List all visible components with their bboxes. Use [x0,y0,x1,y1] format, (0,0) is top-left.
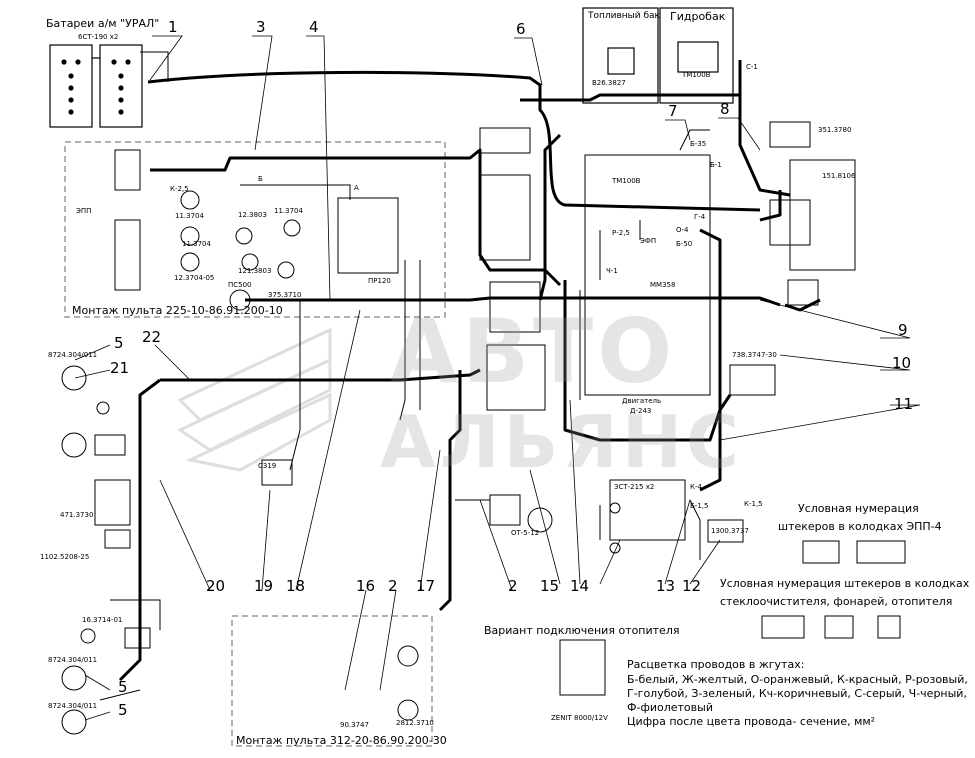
callout-19: 19 [254,577,274,595]
panel-2-label: Монтаж пульта 312-20-86.90.200-30 [236,734,447,747]
watermark-line-2: АЛЬЯНС [380,400,743,484]
tm100-top-label: ТМ100В [682,71,711,79]
callout-5a: 5 [114,334,124,352]
s375-label: 375.3710 [268,291,302,299]
ps500-label: ПС500 [228,281,252,289]
callout-16: 16 [356,577,376,595]
callout-2b: 2 [388,577,398,595]
ot-label: ОТ-5-12 [511,529,540,537]
s11a-label: 11.3704 [274,207,303,215]
callout-6: 6 [516,20,526,38]
callout-9: 9 [898,321,908,339]
note-connector-wiper: Условная нумерация штекеров в колодках [720,577,970,590]
legend-line-3: Ф-фиолетовый [627,701,713,714]
callout-11: 11 [894,395,914,413]
fuel-tank-label: Топливный бак [588,11,660,21]
note-heater-variant: Вариант подключения отопителя [484,624,680,637]
r351-label: 351.3780 [818,126,852,134]
callout-13: 13 [656,577,676,595]
legend-line-1: Б-белый, Ж-желтый, О-оранжевый, К-красны… [627,673,968,686]
mm358-label: ММ358 [650,281,676,289]
wire-label-k4: К-4 [690,483,702,491]
callout-7: 7 [668,102,678,120]
s471-label: 471.3730 [60,511,94,519]
callout-17: 17 [416,577,436,595]
hydro-tank-label: Гидробак [670,10,726,23]
wire-label-b35: Б-35 [690,140,707,148]
wire-label-o4: О-4 [676,226,689,234]
engine-label: Двигатель [622,397,662,405]
callout-8: 8 [720,100,730,118]
pr120-label: ПР120 [368,277,391,285]
s319-label: С319 [258,462,277,470]
thin-wires [99,51,710,701]
callout-18: 18 [286,577,306,595]
s12-3704-label: 12.3704-05 [174,274,215,282]
wire-label-r25: Р-2,5 [612,229,630,237]
r1300-label: 1300.3737 [711,527,749,535]
callout-5b: 5 [118,678,128,696]
tm100-engine-label: ТМ100В [612,177,641,185]
wire-label-b15: Б-1,5 [690,502,709,510]
note-connector-epp2: штекеров в колодках ЭПП-4 [778,520,942,533]
note-connector-epp: Условная нумерация [798,502,919,515]
s8724c-label: 8724.304/011 [48,702,98,710]
s11b-label: 11.3704 [175,212,204,220]
callout-5c: 5 [118,701,128,719]
battery-block [49,44,143,128]
r151-label: 151.8106 [822,172,856,180]
callout-20: 20 [206,577,226,595]
wire-label-k25: К-2,5 [170,185,189,193]
battery2-label: 3СТ-215 х2 [614,483,655,491]
r738-label: 738.3747-30 [732,351,777,359]
panel-1-frame [64,141,446,318]
callout-1: 1 [168,18,178,36]
wire-label-b50: Б-50 [676,240,693,248]
wire-label-g4: Г-4 [694,213,706,221]
callout-3: 3 [256,18,266,36]
s11c-label: 11.3704 [182,240,211,248]
legend-title: Расцветка проводов в жгутах: [627,658,805,671]
legend-section-note: Цифра после цвета провода- сечение, мм² [627,715,876,728]
zenit-label: ZENIT 8000/12V [551,714,608,722]
callout-14: 14 [570,577,590,595]
callout-15: 15 [540,577,560,595]
wire-label-k15: К-1,5 [744,500,763,508]
efp-label: ЭФП [640,237,657,245]
tank-block [582,7,734,104]
batteries-header: Батареи а/м "УРАЛ" [46,17,160,30]
s1102-label: 1102.5208-25 [40,553,90,561]
callout-10: 10 [892,354,912,372]
b26-label: В26.3827 [592,79,626,87]
panel-2-frame [231,615,433,747]
callout-lines [74,35,921,721]
wire-label-a: А [354,184,359,192]
battery-model: 6СТ-190 х2 [78,33,119,41]
callout-12: 12 [682,577,702,595]
s90-label: 90.3747 [340,721,369,729]
watermark-line-1: АВТО [390,300,677,403]
connector-number-icons [761,540,906,639]
note-connector-wiper2: стеклоочистителя, фонарей, отопителя [720,595,953,608]
epp-label: ЭПП [76,207,92,215]
engine-model-label: Д-243 [630,407,652,415]
s2812-label: 2812.3710 [396,719,434,727]
s121-label: 121.3803 [238,267,272,275]
callout-22: 22 [142,328,162,346]
s12-label: 12.3803 [238,211,267,219]
callout-4: 4 [309,18,319,36]
s16-label: 16.3714-01 [82,616,123,624]
s8724a-label: 8724.304/011 [48,351,98,359]
wire-label-b1: Б-1 [710,161,722,169]
wire-label-b: Б [258,175,263,183]
s8724b-label: 8724.304/011 [48,656,98,664]
callout-2a: 2 [508,577,518,595]
legend-line-2: Г-голубой, З-зеленый, Кч-коричневый, С-с… [627,687,967,700]
callout-21: 21 [110,359,130,377]
wire-label-ch1: Ч-1 [606,267,618,275]
watermark-logo [176,327,332,472]
panel-1-label: Монтаж пульта 225-10-86.91.200-10 [72,304,283,317]
wire-label-s1: С-1 [746,63,758,71]
